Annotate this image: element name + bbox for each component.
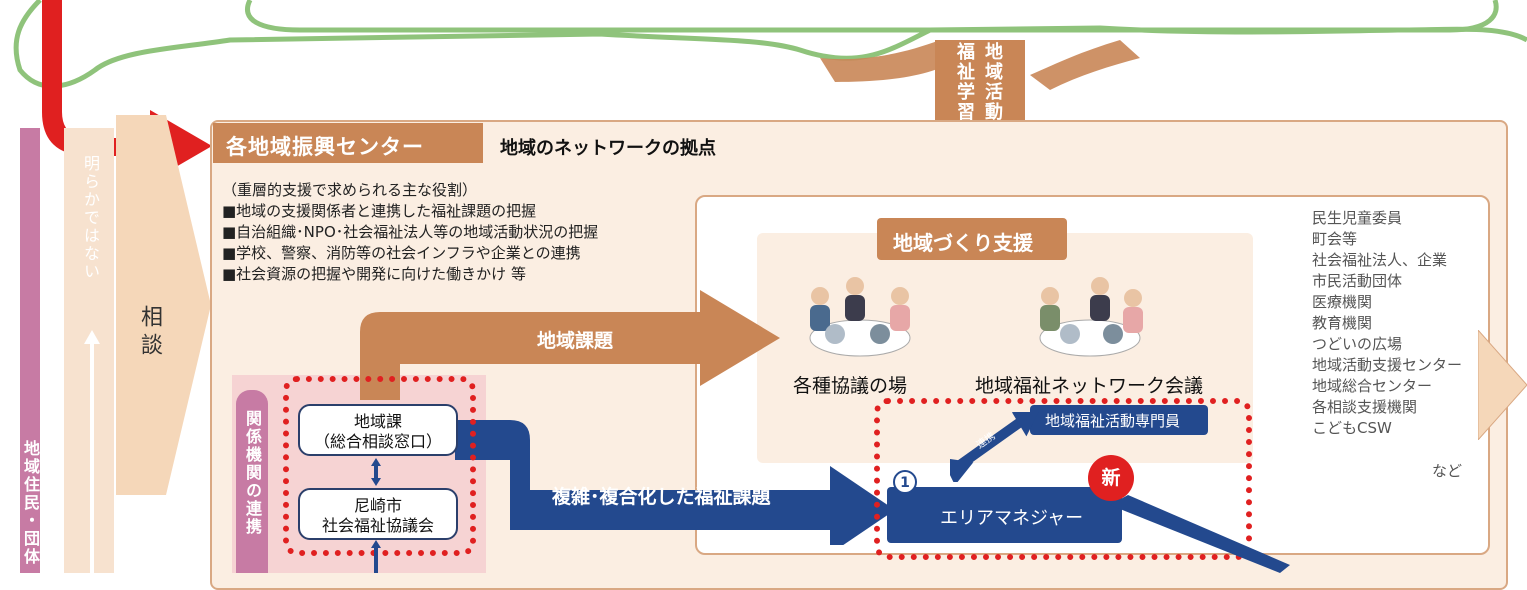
right-edge-arrow	[1478, 330, 1527, 440]
role-item: ■自治組織･NPO･社会福祉法人等の地域活動状況の把握	[222, 223, 599, 241]
org-list: 民生児童委員 町会等 社会福祉法人、企業 市民活動団体 医療機関 教育機関 つど…	[1312, 208, 1462, 439]
area-manager-group-box	[874, 398, 1252, 560]
renkei-arrow	[950, 412, 1039, 482]
consult-chevron	[116, 115, 211, 495]
new-badge-label: 新	[1101, 467, 1121, 489]
meeting-people-icon	[1039, 277, 1143, 357]
regional-issue-arrow	[360, 290, 780, 400]
org-item: 教育機関	[1312, 314, 1373, 332]
center-title: 各地域振興センター	[226, 135, 424, 159]
shakyo-desc: 社会福祉協議会	[321, 516, 434, 535]
roles-heading: （重層的支援で求められる主な役割）	[222, 181, 478, 199]
role-item: ■地域の支援関係者と連携した福祉課題の把握	[222, 202, 537, 220]
org-item: 地域活動支援センター	[1312, 356, 1463, 374]
org-item: 医療機関	[1312, 293, 1373, 311]
unclear-label: 明らかではない	[81, 155, 100, 281]
meeting-label-1: 各種協議の場	[793, 375, 908, 397]
meeting-people-icon	[809, 277, 911, 357]
complex-issue-arrow	[455, 420, 895, 545]
chiikika-box: 地域課 （総合相談窓口）	[298, 404, 458, 456]
org-item: つどいの広場	[1312, 335, 1403, 353]
org-item: 地域総合センター	[1312, 377, 1433, 395]
support-title: 地域づくり支援	[893, 231, 1033, 255]
shakyo-name: 尼崎市	[353, 496, 402, 515]
kankei-bar	[236, 390, 268, 573]
org-item: こどもCSW	[1312, 419, 1392, 437]
role-item: ■学校、警察、消防等の社会インフラや企業との連携	[222, 244, 581, 262]
regional-issue-label: 地域課題	[537, 330, 614, 352]
residents-label: 地域住民・団体	[21, 440, 40, 566]
area-manager-outflow-arrow	[1110, 495, 1290, 573]
unclear-bar	[64, 128, 114, 573]
org-item: 町会等	[1312, 230, 1358, 248]
new-badge: 新	[1088, 455, 1134, 501]
circled-number-icon: 1	[893, 470, 917, 494]
roles-block: （重層的支援で求められる主な役割） ■地域の支援関係者と連携した福祉課題の把握 …	[222, 180, 598, 285]
org-item: 市民活動団体	[1312, 272, 1403, 290]
role-item: ■社会資源の把握や開発に向けた働きかけ 等	[222, 265, 526, 283]
chiikika-name: 地域課	[353, 412, 402, 431]
residents-bar	[20, 128, 40, 573]
org-item: 各相談支援機関	[1312, 398, 1418, 416]
org-etc: など	[1432, 462, 1463, 480]
link-arrow-icon	[371, 458, 381, 486]
partner-group-box	[283, 376, 476, 556]
org-item: 民生児童委員	[1312, 209, 1403, 227]
consult-label: 相談	[137, 305, 162, 361]
area-manager-box	[887, 487, 1122, 543]
specialist-label: 地域福祉活動専門員	[1045, 412, 1181, 430]
area-manager-label: エリアマネジャー	[940, 508, 1084, 529]
center-title-badge	[213, 123, 483, 163]
kankei-label: 関係機関の連携	[243, 410, 262, 536]
meeting-label-2: 地域福祉ネットワーク会議	[975, 375, 1204, 397]
up-link-arrow-icon	[371, 540, 381, 573]
up-arrow-icon	[84, 330, 100, 573]
shakyo-box: 尼崎市 社会福祉協議会	[298, 488, 458, 540]
complex-issue-label: 複雑･複合化した福祉課題	[552, 486, 771, 508]
specialist-box	[1030, 405, 1208, 435]
center-subtitle: 地域のネットワークの拠点	[500, 138, 716, 159]
org-item: 社会福祉法人、企業	[1312, 251, 1448, 269]
circled-number: 1	[900, 475, 910, 491]
support-title-badge	[877, 218, 1067, 260]
chiikika-desc: （総合相談窓口）	[313, 432, 442, 451]
